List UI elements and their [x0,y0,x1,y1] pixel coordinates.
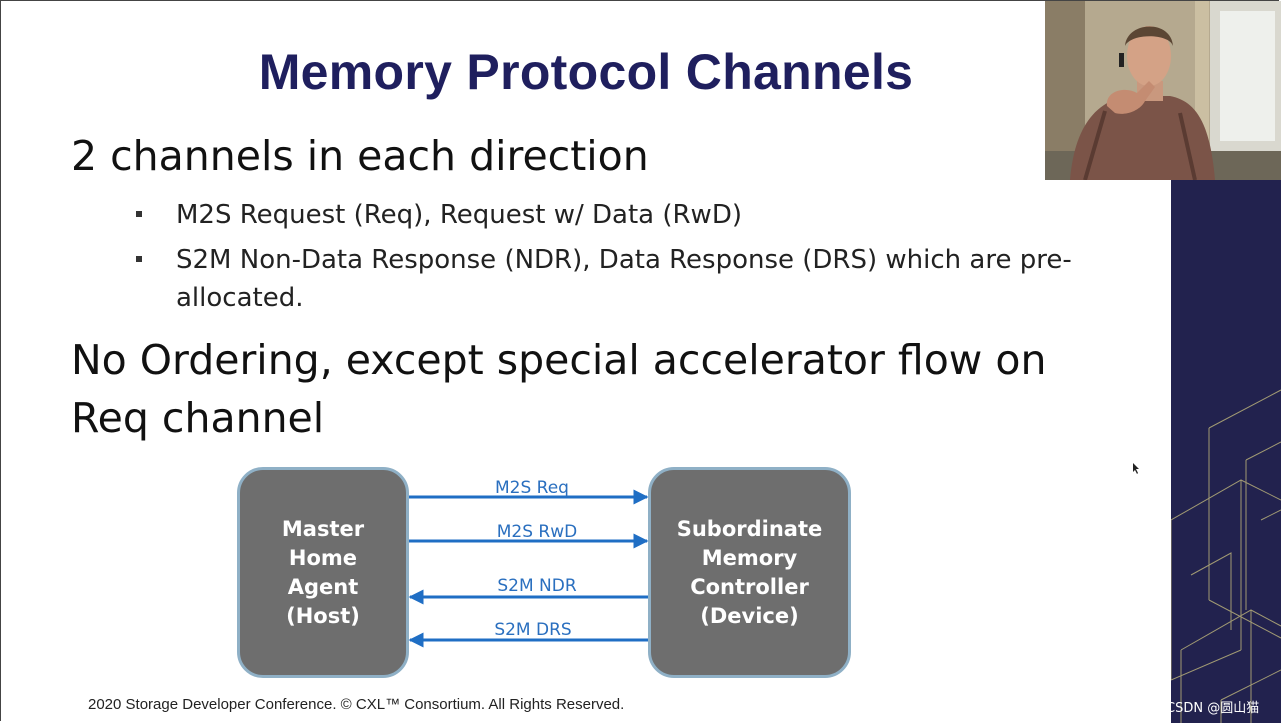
slide-footer: 2020 Storage Developer Conference. © CXL… [88,696,625,713]
geometric-pattern-icon [1171,389,1281,723]
heading-channels: 2 channels in each direction [71,132,649,180]
box-line: Master [281,516,365,541]
arrow-label: S2M DRS [494,620,571,640]
heading-ordering-line2: Req channel [71,394,325,442]
bullet-item: S2M Non-Data Response (NDR), Data Respon… [136,241,1136,321]
subordinate-memory-controller-box: Subordinate Memory Controller (Device) [648,467,851,678]
box-line: Home [288,545,358,570]
bullet-item: M2S Request (Req), Request w/ Data (RwD) [136,196,1136,236]
master-home-agent-box: Master Home Agent (Host) [237,467,409,678]
csdn-watermark: CSDN @圆山猫 [1166,701,1260,716]
bullet-text: S2M Non-Data Response (NDR), Data Respon… [176,245,1072,313]
arrow-label: M2S Req [495,478,569,498]
presenter-webcam [1045,1,1281,180]
box-line: Subordinate [676,516,823,541]
presenter-video-icon [1045,1,1281,180]
arrow-label: S2M NDR [497,576,576,596]
bullet-marker [136,256,142,262]
arrow-label: M2S RwD [497,522,577,542]
box-line: Controller [690,574,809,599]
box-line: (Host) [286,603,360,628]
channel-arrows: M2S Req M2S RwD S2M NDR S2M DRS [408,478,649,648]
decorative-sidebar [1171,180,1281,723]
box-line: Agent [287,574,359,599]
bullet-text: M2S Request (Req), Request w/ Data (RwD) [176,200,742,230]
bullet-marker [136,211,142,217]
heading-ordering-line1: No Ordering, except special accelerator … [71,336,1047,384]
mouse-cursor-icon [1133,463,1139,474]
box-line: Memory [701,545,798,570]
slide: Memory Protocol Channels 2 channels in e… [1,1,1171,721]
box-line: (Device) [700,603,799,628]
slide-title: Memory Protocol Channels [258,44,914,100]
